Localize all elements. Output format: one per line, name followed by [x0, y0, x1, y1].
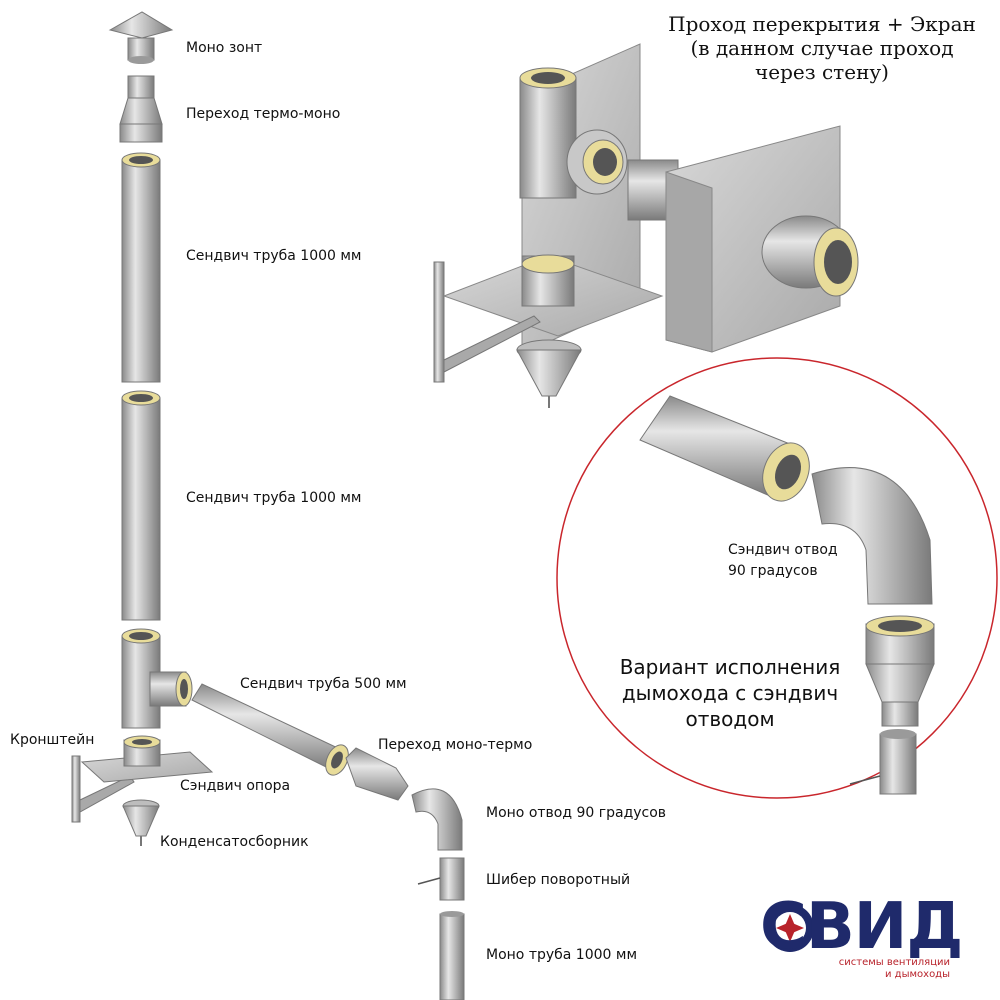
variant-circle	[556, 357, 998, 799]
wall-pass-box	[665, 125, 859, 353]
screen-vertical-pipe	[519, 67, 577, 199]
logo-subtitle-1: системы вентиляции	[838, 957, 950, 968]
label-kronshtein: Кронштейн	[10, 732, 95, 748]
label-mono-zont: Моно зонт	[186, 40, 263, 56]
sandwich-support	[123, 735, 161, 767]
variant-line-3: отводом	[685, 707, 775, 731]
label-perehod-termo-mono: Переход термо-моно	[186, 106, 341, 122]
svid-logo-icon	[766, 904, 814, 952]
circle-sandwich-elbow	[811, 467, 933, 605]
header-line-2: (в данном случае проход	[690, 36, 954, 60]
header-line-3: через стену)	[755, 60, 889, 84]
label-sendvich-otvod-1: Сэндвич отвод	[728, 542, 838, 558]
circle-sandwich-pipe	[639, 395, 810, 502]
bracket-left	[71, 751, 214, 823]
label-mono-otvod: Моно отвод 90 градусов	[486, 805, 667, 821]
sandwich-pipe-1000-top	[121, 152, 161, 383]
mono-elbow-90	[411, 788, 463, 851]
label-sendvich-1000-b: Сендвич труба 1000 мм	[186, 490, 362, 506]
svid-logo: СВИД системы вентиляции и дымоходы	[760, 895, 980, 985]
sandwich-pipe-1000-mid	[121, 390, 161, 621]
rotary-damper	[417, 857, 465, 901]
circle-mono-pipe	[849, 729, 917, 795]
label-sendvich-1000-a: Сендвич труба 1000 мм	[186, 248, 362, 264]
logo-subtitle-2: и дымоходы	[885, 969, 950, 980]
variant-caption: Вариант исполнения дымохода с сэндвич от…	[610, 654, 850, 732]
sandwich-tee	[121, 628, 193, 729]
label-shiber: Шибер поворотный	[486, 872, 631, 888]
label-perehod-mono-termo: Переход моно-термо	[378, 737, 533, 753]
condensate-collector	[122, 799, 160, 846]
label-sendvich-otvod-2: 90 градусов	[728, 563, 818, 579]
mono-thermo-adapter	[345, 747, 409, 801]
top-condensate-collector	[516, 339, 582, 408]
circle-adapter	[865, 615, 935, 727]
label-sendvich-500: Сендвич труба 500 мм	[240, 676, 407, 692]
label-kondensat: Конденсатосборник	[160, 834, 309, 850]
header-line-1: Проход перекрытия + Экран	[668, 12, 976, 36]
header-title: Проход перекрытия + Экран (в данном случ…	[662, 12, 982, 84]
umbrella-cap	[108, 11, 174, 64]
variant-line-2: дымохода с сэндвич	[621, 681, 839, 705]
label-sendvich-opora: Сэндвич опора	[180, 778, 291, 794]
variant-line-1: Вариант исполнения	[619, 655, 841, 679]
mono-pipe-1000	[439, 911, 465, 1000]
screen-horizontal-outlet	[566, 129, 628, 195]
top-support-pipe	[521, 254, 575, 307]
label-mono-truba: Моно труба 1000 мм	[486, 947, 638, 963]
thermo-mono-adapter	[119, 75, 163, 143]
logo-word: СВИД	[760, 890, 963, 964]
sandwich-pipe-500	[191, 683, 349, 776]
